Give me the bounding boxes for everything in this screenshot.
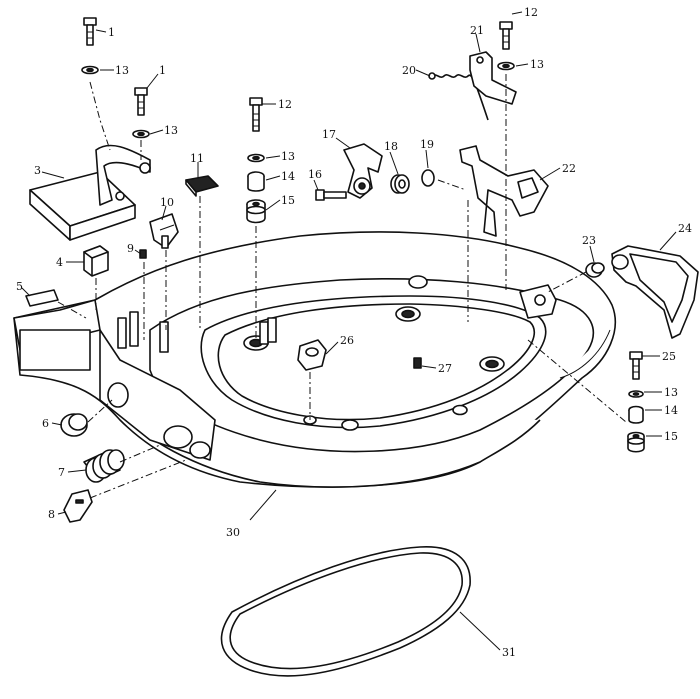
tab-8	[63, 489, 93, 523]
grommet-15b	[627, 431, 645, 453]
callout-16: 16	[308, 168, 322, 181]
washer-13a	[81, 65, 99, 75]
leader-lines	[21, 11, 677, 651]
plug-6	[60, 413, 88, 437]
callout-4: 4	[56, 256, 63, 269]
gasket-31	[220, 546, 471, 677]
grommet-7	[83, 449, 125, 483]
screw-16	[315, 189, 347, 201]
ring-19	[421, 169, 435, 187]
callout-31: 31	[502, 646, 516, 659]
bracket-3	[29, 144, 151, 241]
callout-25: 25	[662, 350, 676, 363]
collar-14a	[247, 171, 265, 192]
callout-27: 27	[438, 362, 452, 375]
fitting-26	[297, 339, 327, 371]
callout-3: 3	[34, 164, 41, 177]
lower-cowling-30	[13, 231, 617, 488]
callout-30: 30	[226, 526, 240, 539]
callout-18: 18	[384, 140, 398, 153]
callout-1b: 1	[159, 64, 166, 77]
washer-13b	[132, 129, 150, 139]
callout-labels: 1 1 3 4 5 6 7 8 9 10 11 12 12 13 13 13 1…	[16, 6, 692, 659]
callout-22: 22	[562, 162, 576, 175]
callout-20: 20	[402, 64, 416, 77]
callout-23: 23	[582, 234, 596, 247]
washer-13c	[247, 153, 265, 163]
callout-13e: 13	[664, 386, 678, 399]
screw-27	[413, 357, 422, 369]
bolt-1a	[83, 17, 97, 46]
callout-13d: 13	[530, 58, 544, 71]
bushing-23	[585, 262, 605, 278]
callout-12b: 12	[524, 6, 538, 19]
clip-10	[149, 213, 179, 249]
bolt-25	[629, 351, 643, 380]
bracket-22	[459, 145, 549, 237]
washer-13d	[497, 61, 515, 71]
callout-17: 17	[322, 128, 336, 141]
callout-14a: 14	[281, 170, 295, 183]
callout-13a: 13	[115, 64, 129, 77]
callout-13b: 13	[164, 124, 178, 137]
grommet-15a	[246, 199, 266, 224]
callout-15b: 15	[664, 430, 678, 443]
callout-6: 6	[42, 417, 49, 430]
callout-7: 7	[58, 466, 65, 479]
callout-11: 11	[190, 152, 204, 165]
callout-9: 9	[127, 242, 134, 255]
callout-12a: 12	[278, 98, 292, 111]
hook-21	[469, 51, 517, 105]
bushing-18	[390, 174, 410, 194]
block-4	[83, 245, 109, 277]
collar-14b	[628, 405, 644, 424]
callout-14b: 14	[664, 404, 678, 417]
screw-9	[139, 249, 147, 259]
callout-8: 8	[48, 508, 55, 521]
pad-5	[25, 289, 59, 307]
callout-21: 21	[470, 24, 484, 37]
washer-13e	[628, 390, 644, 398]
alignment-lines	[57, 74, 627, 499]
latch-lever-17	[343, 143, 383, 199]
callout-10: 10	[160, 196, 174, 209]
callout-1a: 1	[108, 26, 115, 39]
bolt-12a	[249, 97, 263, 132]
handle-24	[611, 245, 699, 339]
bolt-1b	[134, 87, 148, 116]
bolt-12b	[499, 21, 513, 50]
callout-19: 19	[420, 138, 434, 151]
callout-24: 24	[678, 222, 692, 235]
callout-15a: 15	[281, 194, 295, 207]
callout-26: 26	[340, 334, 354, 347]
callout-5: 5	[16, 280, 23, 293]
pad-11	[185, 175, 219, 197]
callout-13c: 13	[281, 150, 295, 163]
